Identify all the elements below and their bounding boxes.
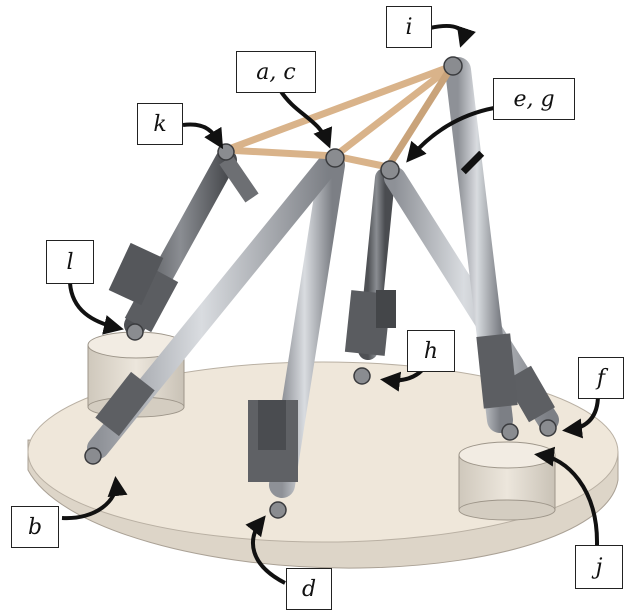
arrow-f [562,394,600,439]
arrow-j [534,446,600,546]
joints [84,56,557,519]
arrow-i [429,23,476,48]
label-k: k [137,103,183,145]
label-e-g: e, g [493,78,575,120]
top-truss [224,62,455,171]
label-i: i [386,6,432,48]
label-j: j [575,545,623,589]
arrow-b [61,476,128,521]
arrow-eg [406,106,495,163]
arrow-l [68,282,124,335]
arrow-k [182,122,224,150]
label-h: h [407,330,455,372]
label-l: l [46,240,94,284]
leader-arrows [61,23,600,585]
label-a-c: a, c [236,51,316,93]
label-f: f [578,357,624,399]
actuator-struts [87,57,559,498]
arrow-ac [278,88,333,149]
label-b: b [11,506,59,548]
arrow-d [245,515,286,585]
label-d: d [286,568,332,610]
